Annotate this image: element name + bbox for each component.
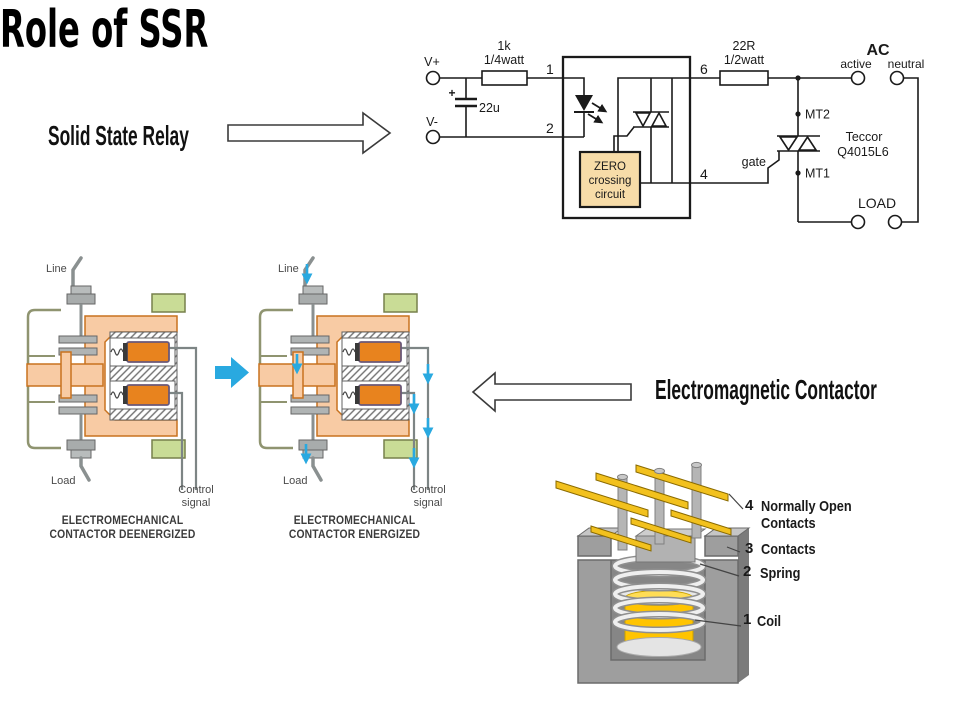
- terminal-load-right: [887, 214, 903, 230]
- callout-label-1: Coil: [757, 613, 782, 630]
- terminal-active: [850, 70, 866, 86]
- load-label: Load: [283, 475, 307, 487]
- caption-line2: CONTACTOR DEENERGIZED: [49, 527, 196, 541]
- ssr-label: Solid State Relay: [48, 120, 189, 151]
- load-label: Load: [51, 475, 75, 487]
- opto-triac-symbol: [634, 112, 652, 128]
- contactor-energized-diagram: Line Load Control signal: [257, 256, 446, 509]
- load-label: LOAD: [858, 195, 896, 211]
- zero-line3: circuit: [595, 189, 626, 201]
- light-arrow: [587, 113, 604, 124]
- terminal-neutral: [889, 70, 905, 86]
- pin6-label: 6: [700, 61, 708, 77]
- pin2-label: 2: [546, 120, 554, 136]
- power-triac: [777, 75, 820, 176]
- mt1-label: MT1: [805, 167, 830, 181]
- leader-lines: [694, 493, 744, 627]
- caption-line2: CONTACTOR ENERGIZED: [288, 527, 421, 541]
- circuit-wires: [439, 77, 919, 223]
- arrow-right-outline: [227, 111, 392, 155]
- contactor-label: Electromagnetic Contactor: [655, 374, 877, 405]
- vplus-label: V+: [424, 55, 440, 69]
- callout-label-4b: Contacts: [761, 515, 816, 532]
- contactor-assembly-3d: [555, 461, 751, 684]
- ac-label: AC: [866, 42, 890, 59]
- cap-value: 22u: [479, 101, 500, 115]
- contact-bars-upper: [555, 461, 729, 518]
- r2-watt: 1/2watt: [724, 53, 765, 67]
- terminal-vminus: [425, 129, 441, 145]
- active-label: active: [840, 57, 872, 71]
- light-arrow: [591, 102, 608, 113]
- resistor-22r: [719, 70, 769, 86]
- part-label: Q4015L6: [837, 145, 888, 159]
- capacitor-22u: [455, 97, 477, 108]
- line-conductor: [66, 256, 96, 336]
- caption-energized: ELECTROMECHANICAL CONTACTOR ENERGIZED: [262, 513, 447, 541]
- callout-label-2: Spring: [760, 565, 801, 582]
- led-symbol: [575, 95, 593, 111]
- mt1-dot: [795, 170, 801, 176]
- zero-line1: ZERO: [594, 161, 626, 173]
- control-label-1: Control: [178, 484, 213, 496]
- callout-num-1: 1: [743, 611, 752, 628]
- ssr-circuit-diagram: ZERO crossing circuit V+ V- 1k 1/4watt +…: [424, 39, 925, 230]
- plunger: [26, 351, 104, 399]
- zero-crossing-box: ZERO crossing circuit: [578, 150, 642, 209]
- terminal-load-left: [850, 214, 866, 230]
- arrow-right-shape: [227, 111, 392, 155]
- callout-num-4: 4: [745, 497, 754, 514]
- callout-num-2: 2: [743, 563, 752, 580]
- contact-bars-lower: [590, 509, 732, 552]
- arrow-left-outline: [471, 371, 632, 413]
- neutral-label: neutral: [888, 57, 925, 71]
- terminal-vplus: [425, 70, 441, 86]
- mt2-dot: [795, 111, 801, 117]
- pin1-label: 1: [546, 61, 554, 77]
- pin4-label: 4: [700, 166, 708, 182]
- callout-label-3: Contacts: [761, 541, 816, 558]
- upper-contacts: [58, 335, 98, 356]
- optocoupler-box: [561, 55, 692, 220]
- coil-upper: [110, 341, 170, 363]
- mt2-label: MT2: [805, 108, 830, 122]
- callout-label-4a: Normally Open: [761, 498, 852, 515]
- lower-contacts: [58, 394, 98, 415]
- r1-watt: 1/4watt: [484, 53, 525, 67]
- r1-value: 1k: [497, 39, 511, 53]
- arrow-blue-right: [215, 357, 249, 388]
- current-flow-arrows: [291, 264, 434, 469]
- r2-value: 22R: [733, 39, 756, 53]
- cap-plus: +: [448, 86, 455, 100]
- control-label-2: signal: [414, 497, 443, 509]
- arrow-left-shape: [471, 371, 632, 413]
- terminals: [425, 70, 905, 230]
- load-conductor: [66, 414, 96, 482]
- line-label: Line: [46, 263, 67, 275]
- callout-num-3: 3: [745, 540, 754, 557]
- junction-dot: [795, 75, 801, 81]
- mfr-label: Teccor: [846, 130, 883, 144]
- line-label: Line: [278, 263, 299, 275]
- control-label-2: signal: [182, 497, 211, 509]
- contactor-drawing: [26, 256, 198, 490]
- page-title: Role of SSR: [0, 0, 209, 60]
- green-mount-top: [151, 293, 186, 313]
- control-label-1: Control: [410, 484, 445, 496]
- caption-line1: ELECTROMECHANICAL: [293, 513, 416, 527]
- resistor-1k: [481, 70, 528, 86]
- arrow-blue-shape: [215, 357, 249, 388]
- optocoupler-internals: [574, 77, 690, 184]
- caption-deenergized: ELECTROMECHANICAL CONTACTOR DEENERGIZED: [30, 513, 215, 541]
- contactor-deenergized-diagram: Line Load Control signal: [26, 256, 214, 509]
- coil-lower: [110, 384, 170, 406]
- caption-line1: ELECTROMECHANICAL: [61, 513, 184, 527]
- green-mount-bottom: [151, 439, 186, 459]
- vminus-label: V-: [426, 115, 438, 129]
- zero-line2: crossing: [589, 175, 632, 187]
- control-wire-2: [169, 391, 184, 490]
- control-wire-1: [169, 346, 198, 490]
- gate-label: gate: [742, 155, 766, 169]
